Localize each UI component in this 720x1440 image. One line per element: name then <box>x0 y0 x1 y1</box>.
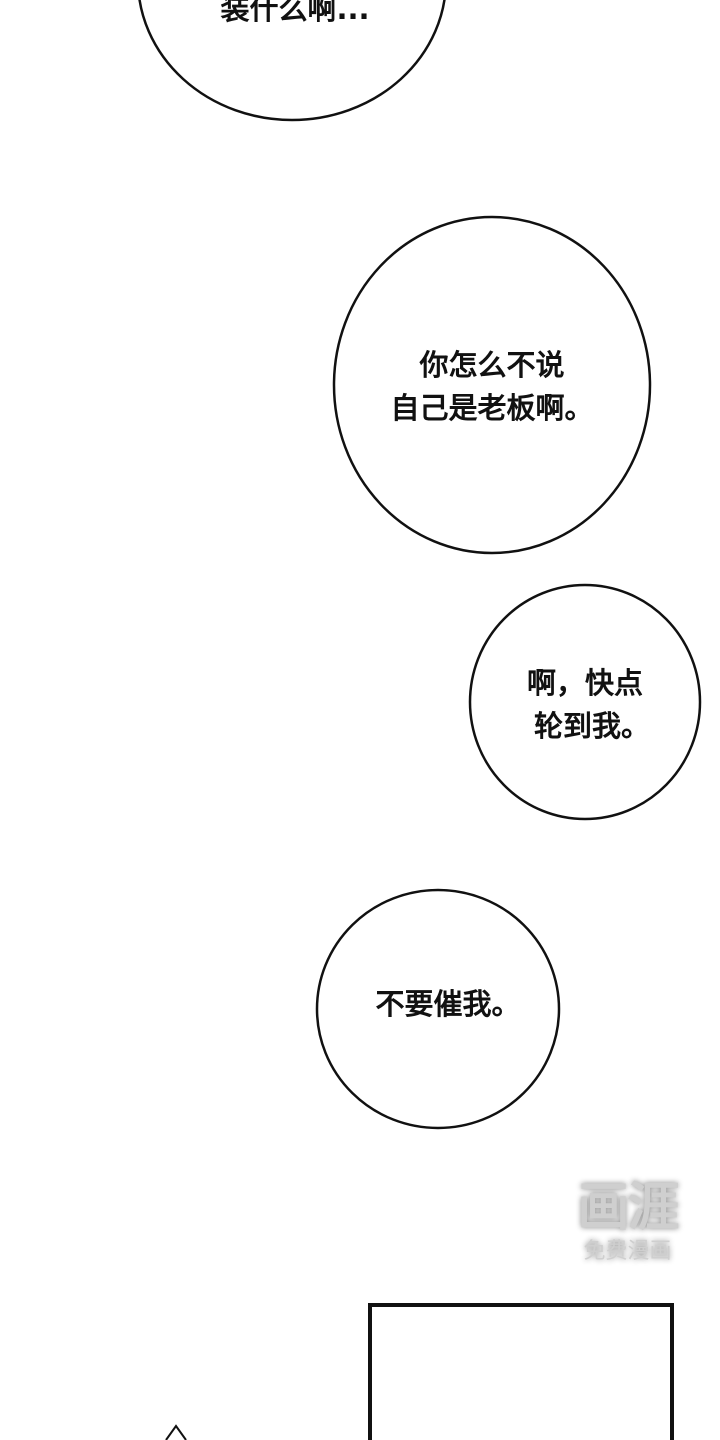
speech-bubble-1 <box>138 0 446 122</box>
bubble-2-text: 你怎么不说 自己是老板啊。 <box>372 344 612 430</box>
bubble-line: 轮到我。 <box>533 709 650 743</box>
bubble-line: 啊，快点 <box>526 666 643 700</box>
bubble-line: 你怎么不说 <box>419 348 565 382</box>
speech-bubble-3 <box>468 583 702 821</box>
comic-panel-frame <box>368 1303 674 1440</box>
bubble-line: 不要催我。 <box>375 987 521 1021</box>
bubble-line: 自己是老板啊。 <box>390 391 594 425</box>
speech-bubble-4 <box>315 888 561 1130</box>
watermark: 画涯 免费漫画 <box>565 1178 690 1266</box>
bubble-4-text: 不要催我。 <box>358 983 538 1026</box>
speech-bubble-2 <box>332 215 652 555</box>
bubble-1-text: 装什么啊... <box>190 0 400 31</box>
bubble-line: 装什么啊... <box>220 0 370 26</box>
watermark-subtitle: 免费漫画 <box>583 1239 672 1264</box>
sketch-line <box>165 1424 187 1440</box>
watermark-logo: 画涯 <box>577 1178 679 1238</box>
bubble-3-text: 啊，快点 轮到我。 <box>505 662 665 748</box>
